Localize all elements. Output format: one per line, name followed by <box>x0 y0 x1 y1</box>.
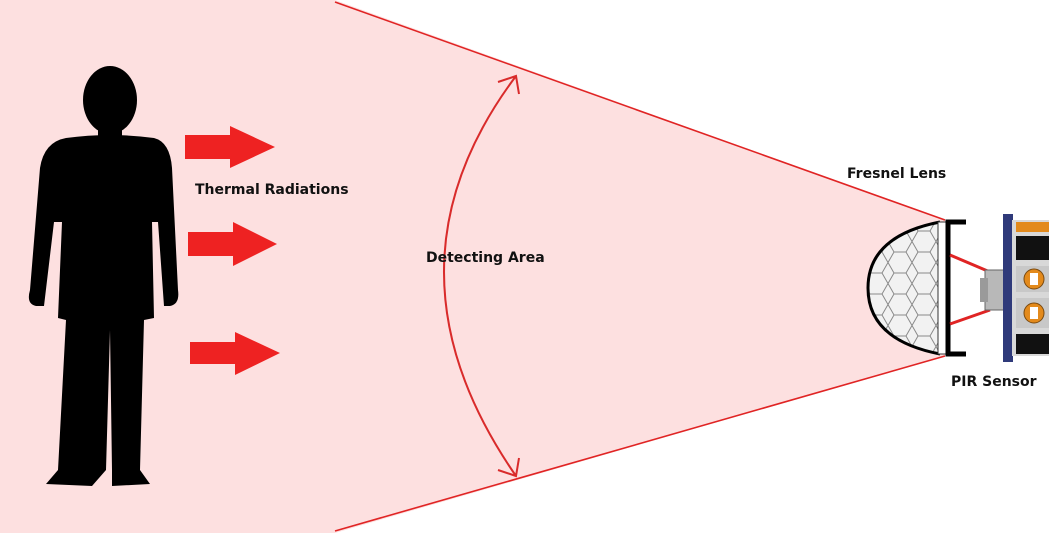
pir-sensor-label: PIR Sensor <box>951 374 1037 390</box>
right-arrow-icon <box>185 126 275 168</box>
thermal-radiations-label: Thermal Radiations <box>195 182 349 198</box>
detecting-area-arc <box>443 75 517 477</box>
fresnel-lens-label: Fresnel Lens <box>847 166 946 182</box>
right-arrow-icon <box>190 332 280 375</box>
arc-arrowhead-bottom <box>497 457 520 478</box>
person-silhouette-icon <box>28 66 179 486</box>
lens-beam-lower <box>949 308 991 326</box>
zone-edge-bottom <box>334 355 946 532</box>
arc-arrowhead-top <box>497 74 520 95</box>
zone-edge-top <box>334 1 946 221</box>
pir-sensor-icon <box>980 214 1049 362</box>
lens-beam-upper <box>949 253 991 274</box>
detecting-area-label: Detecting Area <box>426 250 545 266</box>
right-arrow-icon <box>188 222 277 266</box>
